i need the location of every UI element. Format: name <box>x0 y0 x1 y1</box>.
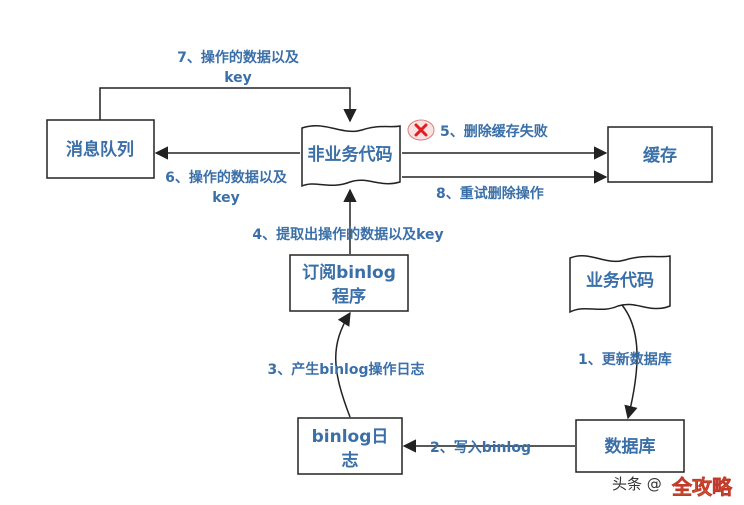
edge-label-1: 1、更新数据库 <box>578 351 672 368</box>
edge-label-7-line2: key <box>224 70 252 86</box>
edge-label-6-line1: 6、操作的数据以及 <box>165 169 288 186</box>
node-business-code-label: 业务代码 <box>586 270 654 291</box>
node-non-business-code-label: 非业务代码 <box>308 144 393 165</box>
node-subscriber-box <box>289 254 409 312</box>
node-message-queue-box <box>46 119 155 179</box>
node-binlog-box <box>297 417 403 475</box>
node-business-code-shape <box>569 254 671 314</box>
delete-failed-icon <box>407 119 435 141</box>
node-cache-box <box>607 126 713 183</box>
node-database-box <box>575 419 685 473</box>
node-subscriber-label-line1: 订阅binlog <box>302 262 396 283</box>
watermark: 头条 @ 全攻略 <box>612 475 733 500</box>
node-binlog-label-line2: 志 <box>342 450 359 471</box>
edge-label-4: 4、提取出操作的数据以及key <box>252 226 443 243</box>
node-non-business-code-shape <box>301 124 401 188</box>
node-message-queue-label: 消息队列 <box>66 139 134 160</box>
edge-label-7-line1: 7、操作的数据以及 <box>177 49 300 66</box>
edge-mq-to-nonbiz-loop <box>99 87 357 123</box>
watermark-prefix: 头条 @ <box>612 475 662 493</box>
node-subscriber-label-line2: 程序 <box>332 286 366 307</box>
edge-label-2: 2、写入binlog <box>430 440 531 456</box>
edge-label-6-line2: key <box>212 190 240 206</box>
edge-label-5: 5、删除缓存失败 <box>440 123 549 140</box>
node-database-label: 数据库 <box>605 436 656 457</box>
edge-label-8: 8、重试删除操作 <box>436 185 544 202</box>
edge-label-3: 3、产生binlog操作日志 <box>268 361 425 378</box>
node-cache-label: 缓存 <box>643 145 677 166</box>
edge-binlog-to-subscriber <box>335 311 351 418</box>
watermark-brand: 全攻略 <box>671 475 733 499</box>
edge-bizcode-to-database <box>621 304 638 420</box>
node-binlog-label-line1: binlog日 <box>312 427 389 447</box>
